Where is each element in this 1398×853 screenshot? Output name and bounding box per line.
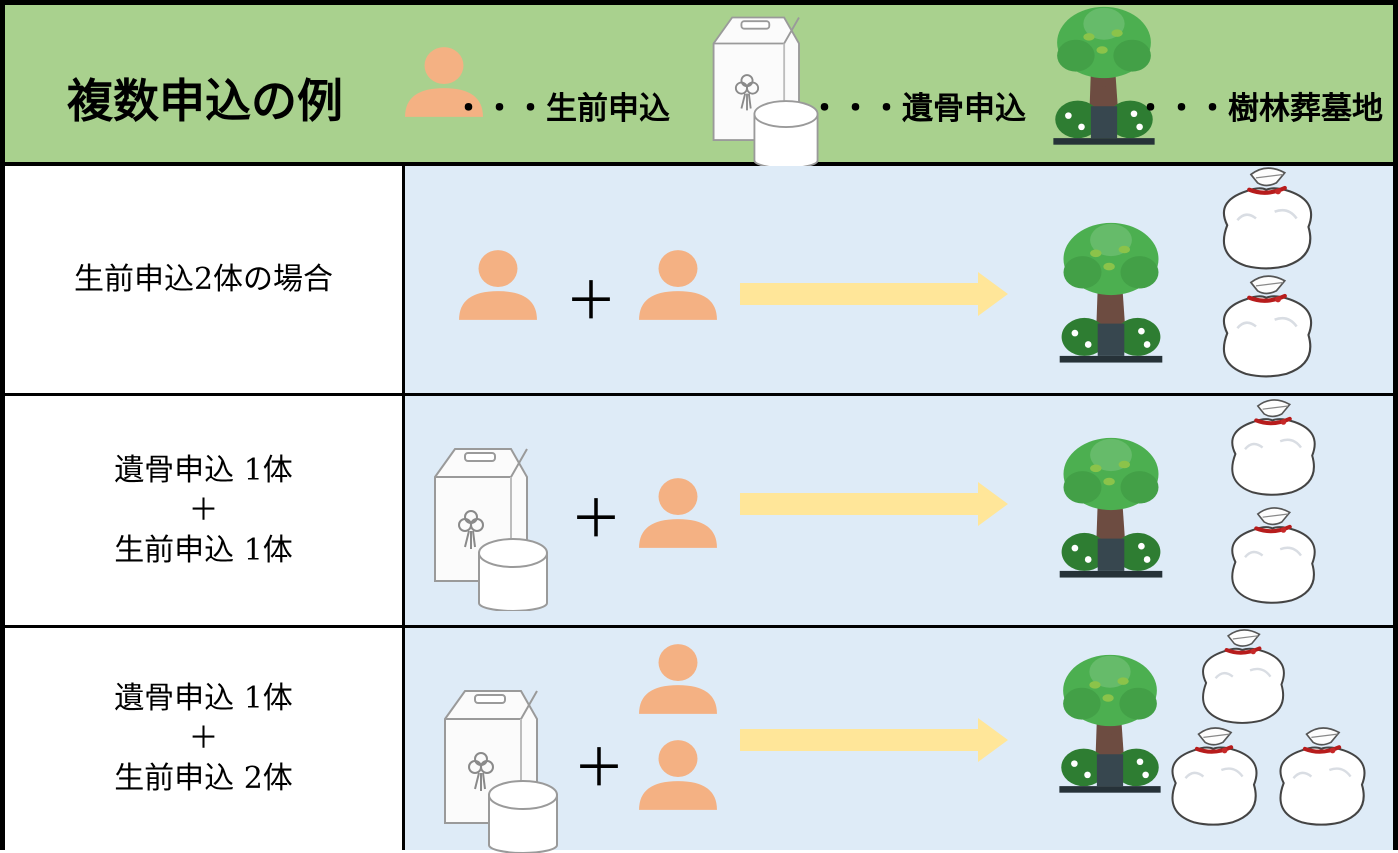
row-label-cell: 遺骨申込 1体 ＋ 生前申込 1体 (5, 396, 405, 625)
person-icon (637, 248, 719, 322)
legend-label-pre-application: ・・・生前申込 (453, 91, 670, 127)
tree-grave-icon (1050, 436, 1172, 588)
person-icon (637, 642, 719, 716)
tree-grave-icon (1045, 5, 1163, 155)
legend-label-tree-burial: ・・・樹林葬墓地 (1135, 91, 1383, 127)
row-label-line: 生前申込 2体 (114, 761, 293, 796)
arrow-icon (740, 482, 1008, 526)
example-row-3: 遺骨申込 1体 ＋ 生前申込 2体 ＋ (5, 628, 1393, 850)
person-icon (457, 248, 539, 322)
row-label-line: ＋ (188, 721, 219, 756)
row-content-cell: ＋ (405, 396, 1393, 625)
diagram-title: 複数申込の例 (67, 74, 343, 128)
row-content-cell: ＋ (405, 166, 1393, 393)
remains-bag-icon (1215, 398, 1331, 502)
example-row-1: 生前申込2体の場合 ＋ (5, 166, 1393, 396)
remains-bag-icon (1263, 726, 1381, 832)
plus-sign: ＋ (573, 739, 626, 799)
plus-sign: ＋ (570, 490, 623, 550)
person-icon (637, 738, 719, 812)
urn-box-icon (695, 10, 825, 168)
legend-header: 複数申込の例 ・・・生前申込 ・・・遺骨申込 ・・・樹林葬墓地 (5, 5, 1393, 166)
row-label: 生前申込2体の場合 (74, 260, 333, 300)
urn-box-icon (415, 441, 555, 611)
row-label: 遺骨申込 1体 ＋ 生前申込 1体 (114, 451, 293, 571)
row-content-cell: ＋ (405, 628, 1393, 850)
row-label-line: ＋ (188, 492, 219, 528)
remains-bag-icon (1215, 506, 1331, 610)
legend-label-remains-application: ・・・遺骨申込 (809, 91, 1026, 127)
row-label-line: 遺骨申込 1体 (114, 681, 293, 716)
person-icon (637, 476, 719, 550)
remains-bag-icon (1185, 628, 1301, 730)
arrow-icon (740, 718, 1008, 762)
row-label-cell: 遺骨申込 1体 ＋ 生前申込 2体 (5, 628, 405, 850)
row-label-line: 遺骨申込 1体 (114, 452, 293, 488)
tree-grave-icon (1050, 653, 1170, 803)
urn-box-icon (425, 683, 565, 853)
row-label: 遺骨申込 1体 ＋ 生前申込 2体 (114, 679, 293, 799)
remains-bag-icon (1155, 726, 1273, 832)
plus-sign: ＋ (565, 272, 618, 332)
remains-bag-icon (1205, 166, 1329, 276)
example-row-2: 遺骨申込 1体 ＋ 生前申込 1体 ＋ (5, 396, 1393, 628)
row-label-cell: 生前申込2体の場合 (5, 166, 405, 393)
remains-bag-icon (1205, 274, 1329, 384)
row-label-line: 生前申込2体の場合 (73, 261, 334, 297)
row-label-line: 生前申込 1体 (114, 532, 293, 568)
tree-grave-icon (1050, 221, 1172, 373)
arrow-icon (740, 272, 1008, 316)
